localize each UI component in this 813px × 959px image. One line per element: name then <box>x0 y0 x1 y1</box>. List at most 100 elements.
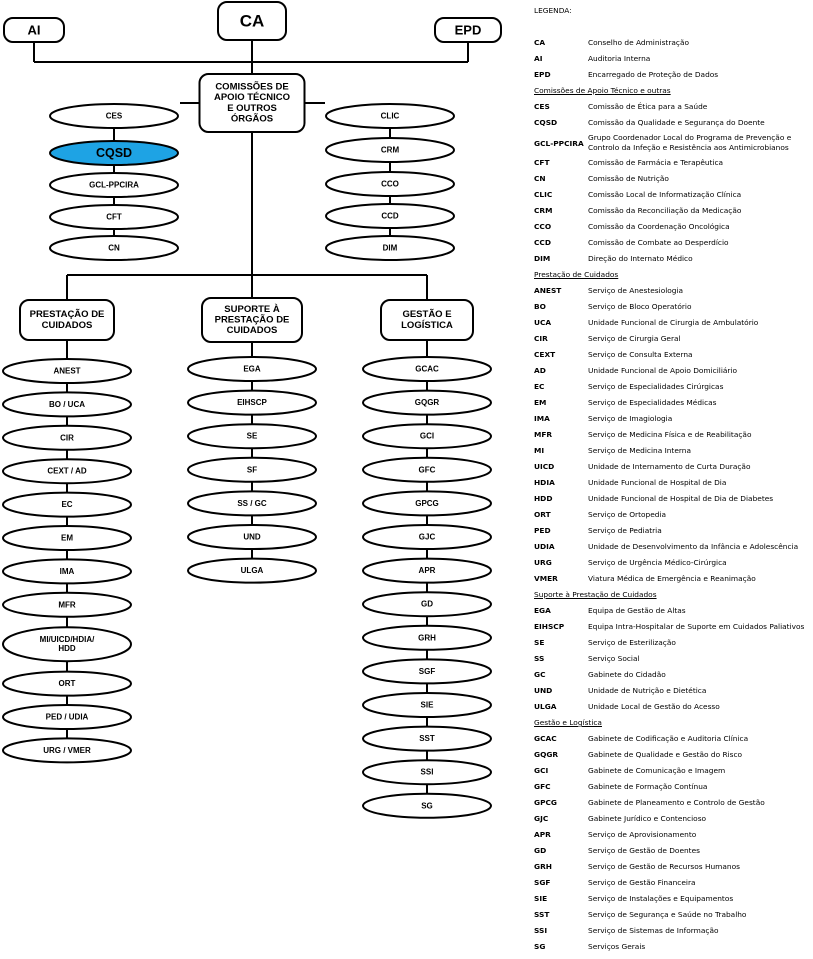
legend-abbr: ANEST <box>534 286 562 295</box>
legend-description: Conselho de Administração <box>588 38 689 47</box>
node-ai[interactable]: AI <box>3 17 65 43</box>
node-shape-suporte-presta-o-de-cuidados <box>201 297 303 343</box>
legend-description: Gabinete de Formação Contínua <box>588 782 708 791</box>
node-clic[interactable]: CLIC <box>325 103 455 129</box>
node-gpcg[interactable]: GPCG <box>362 490 492 517</box>
node-shape-anest <box>2 358 132 384</box>
node-shape-und <box>187 524 317 550</box>
node-ec[interactable]: EC <box>2 491 132 518</box>
node-dim[interactable]: DIM <box>325 235 455 261</box>
legend-section-title-presta-o-de-cuidados: Prestação de Cuidados <box>534 270 619 279</box>
node-mi-uicd-hdia-hdd[interactable]: MI/UICD/HDIA/HDD <box>2 626 132 663</box>
node-gjc[interactable]: GJC <box>362 524 492 550</box>
node-ccd[interactable]: CCD <box>325 203 455 229</box>
node-shape-sg <box>362 792 492 819</box>
legend-abbr: CES <box>534 102 550 111</box>
node-shape-ped-udia <box>2 704 132 730</box>
node-gqgr[interactable]: GQGR <box>362 389 492 416</box>
legend-abbr: URG <box>534 558 552 567</box>
node-shape-gest-o-e-log-stica <box>380 299 474 341</box>
node-urg-vmer[interactable]: URG / VMER <box>2 737 132 764</box>
node-ssi[interactable]: SSI <box>362 759 492 786</box>
node-sie[interactable]: SIE <box>362 692 492 718</box>
node-mfr[interactable]: MFR <box>2 591 132 618</box>
node-sst[interactable]: SST <box>362 725 492 752</box>
node-gci[interactable]: GCI <box>362 423 492 450</box>
node-label-cext-ad: CEXT / AD <box>47 467 86 476</box>
legend-abbr: SE <box>534 638 545 647</box>
node-apr[interactable]: APR <box>362 557 492 584</box>
node-shape-cft <box>49 204 179 230</box>
node-cco[interactable]: CCO <box>325 171 455 197</box>
node-label-gpcg: GPCG <box>415 499 439 508</box>
legend-description: Viatura Médica de Emergência e Reanimaçã… <box>588 574 756 583</box>
node-bo-uca[interactable]: BO / UCA <box>2 391 132 418</box>
node-shape-gcac <box>362 356 492 382</box>
node-epd[interactable]: EPD <box>434 17 502 43</box>
legend-abbr: UDIA <box>534 542 555 551</box>
legend-abbr: CLIC <box>534 190 553 199</box>
node-sf[interactable]: SF <box>187 456 317 483</box>
legend-description: Gabinete de Planeamento e Controlo de Ge… <box>588 798 765 807</box>
node-cft[interactable]: CFT <box>49 204 179 230</box>
node-gcl-ppcira[interactable]: GCL-PPCIRA <box>49 172 179 198</box>
node-gcac[interactable]: GCAC <box>362 356 492 382</box>
legend-description: Grupo Coordenador Local do Programa de P… <box>588 133 792 152</box>
node-ss-gc[interactable]: SS / GC <box>187 490 317 517</box>
node-shape-ssi <box>362 759 492 786</box>
node-ca[interactable]: CA <box>217 1 287 41</box>
node-ulga[interactable]: ULGA <box>187 557 317 584</box>
node-sgf[interactable]: SGF <box>362 658 492 685</box>
legend-description: Serviço de Aprovisionamento <box>588 830 697 839</box>
legend-description: Unidade Funcional de Hospital de Dia <box>588 478 727 487</box>
node-cir[interactable]: CIR <box>2 424 132 451</box>
node-grh[interactable]: GRH <box>362 624 492 651</box>
legend-description: Gabinete de Comunicação e Imagem <box>588 766 726 775</box>
node-se[interactable]: SE <box>187 423 317 450</box>
legend-abbr: CCD <box>534 238 551 247</box>
legend-abbr: UND <box>534 686 553 695</box>
node-ort[interactable]: ORT <box>2 670 132 697</box>
legend-description: Serviço de Gestão de Doentes <box>588 846 700 855</box>
node-label-comiss-es-de-apoio-t-cnico-e-outros-rg-os-2: APOIO TÉCNICO <box>214 92 290 103</box>
node-cqsd[interactable]: CQSD <box>49 140 179 166</box>
node-eihscp[interactable]: EIHSCP <box>187 389 317 416</box>
node-label-gest-o-e-log-stica-2: LOGÍSTICA <box>401 320 453 331</box>
node-ces[interactable]: CES <box>49 103 179 129</box>
node-gd[interactable]: GD <box>362 591 492 618</box>
node-label-mfr: MFR <box>58 600 76 609</box>
node-label-mi-uicd-hdia-hdd-2: HDD <box>58 644 76 653</box>
node-shape-urg-vmer <box>2 737 132 764</box>
legend-abbr: GJC <box>534 814 549 823</box>
node-cn[interactable]: CN <box>49 235 179 261</box>
legend-description: Serviço de Especialidades Cirúrgicas <box>588 382 724 391</box>
legend-section-title-gest-o-e-log-stica: Gestão e Logística <box>534 718 602 727</box>
node-sg[interactable]: SG <box>362 792 492 819</box>
legend-abbr: MFR <box>534 430 553 439</box>
node-label-urg-vmer: URG / VMER <box>43 746 91 755</box>
node-ega[interactable]: EGA <box>187 356 317 382</box>
node-em[interactable]: EM <box>2 525 132 551</box>
node-ima[interactable]: IMA <box>2 558 132 585</box>
node-crm[interactable]: CRM <box>325 137 455 163</box>
node-shape-cco <box>325 171 455 197</box>
node-ped-udia[interactable]: PED / UDIA <box>2 704 132 730</box>
node-gfc[interactable]: GFC <box>362 456 492 483</box>
node-und[interactable]: UND <box>187 524 317 550</box>
node-anest[interactable]: ANEST <box>2 358 132 384</box>
node-cext-ad[interactable]: CEXT / AD <box>2 458 132 485</box>
